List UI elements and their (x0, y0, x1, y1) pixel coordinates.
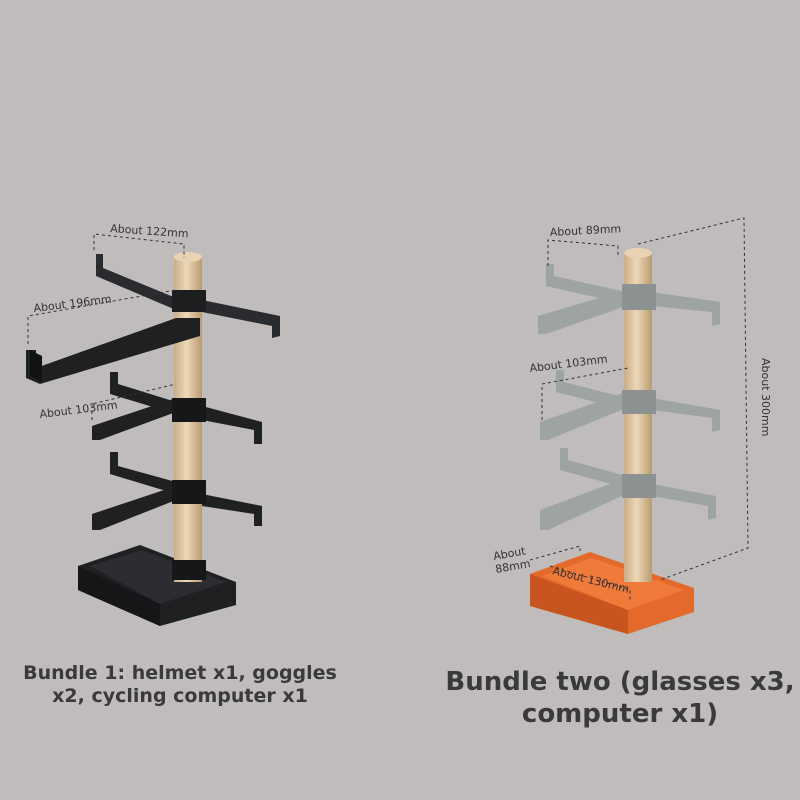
bundle2-height-dimension: About 300mm (759, 358, 772, 436)
bundle2-base-depth-dimension-line1: About (492, 544, 527, 563)
bundle2-caption: Bundle two (glasses x3, computer x1) (445, 667, 795, 729)
bundle1-top-arm-dimension: About 122mm (110, 222, 189, 240)
bundle2-stand (530, 248, 720, 634)
bundle2-top-arm-dimension: About 89mm (549, 222, 621, 239)
bundle2-lower-arm (540, 448, 716, 530)
bundle1-swing-arm-dimension: About 196mm (33, 293, 112, 315)
bundle2-mid-arm-dimension: About 103mm (529, 353, 608, 375)
bundle1-caption: Bundle 1: helmet x1, goggles x2, cycling… (23, 662, 337, 707)
bundle2-base-depth-dimension-line2: 88mm (494, 557, 531, 576)
bundle1-stand (26, 252, 280, 626)
bundle1-mid-arm (92, 372, 262, 444)
bundle2-base-tray (530, 552, 694, 634)
bundle2-top-arm (538, 264, 720, 334)
bundle2-dimension-lines (529, 217, 749, 600)
bundle1-dimension-lines (27, 233, 185, 420)
bundle1-mid-arm-dimension: About 103mm (39, 399, 118, 421)
bundle1-base-tray (78, 545, 236, 626)
bundle1-swing-arm (26, 318, 200, 384)
bundle1-lower-arm (92, 452, 262, 530)
bundle1-top-arm (96, 254, 280, 338)
bundle2-mid-arm (540, 370, 720, 440)
